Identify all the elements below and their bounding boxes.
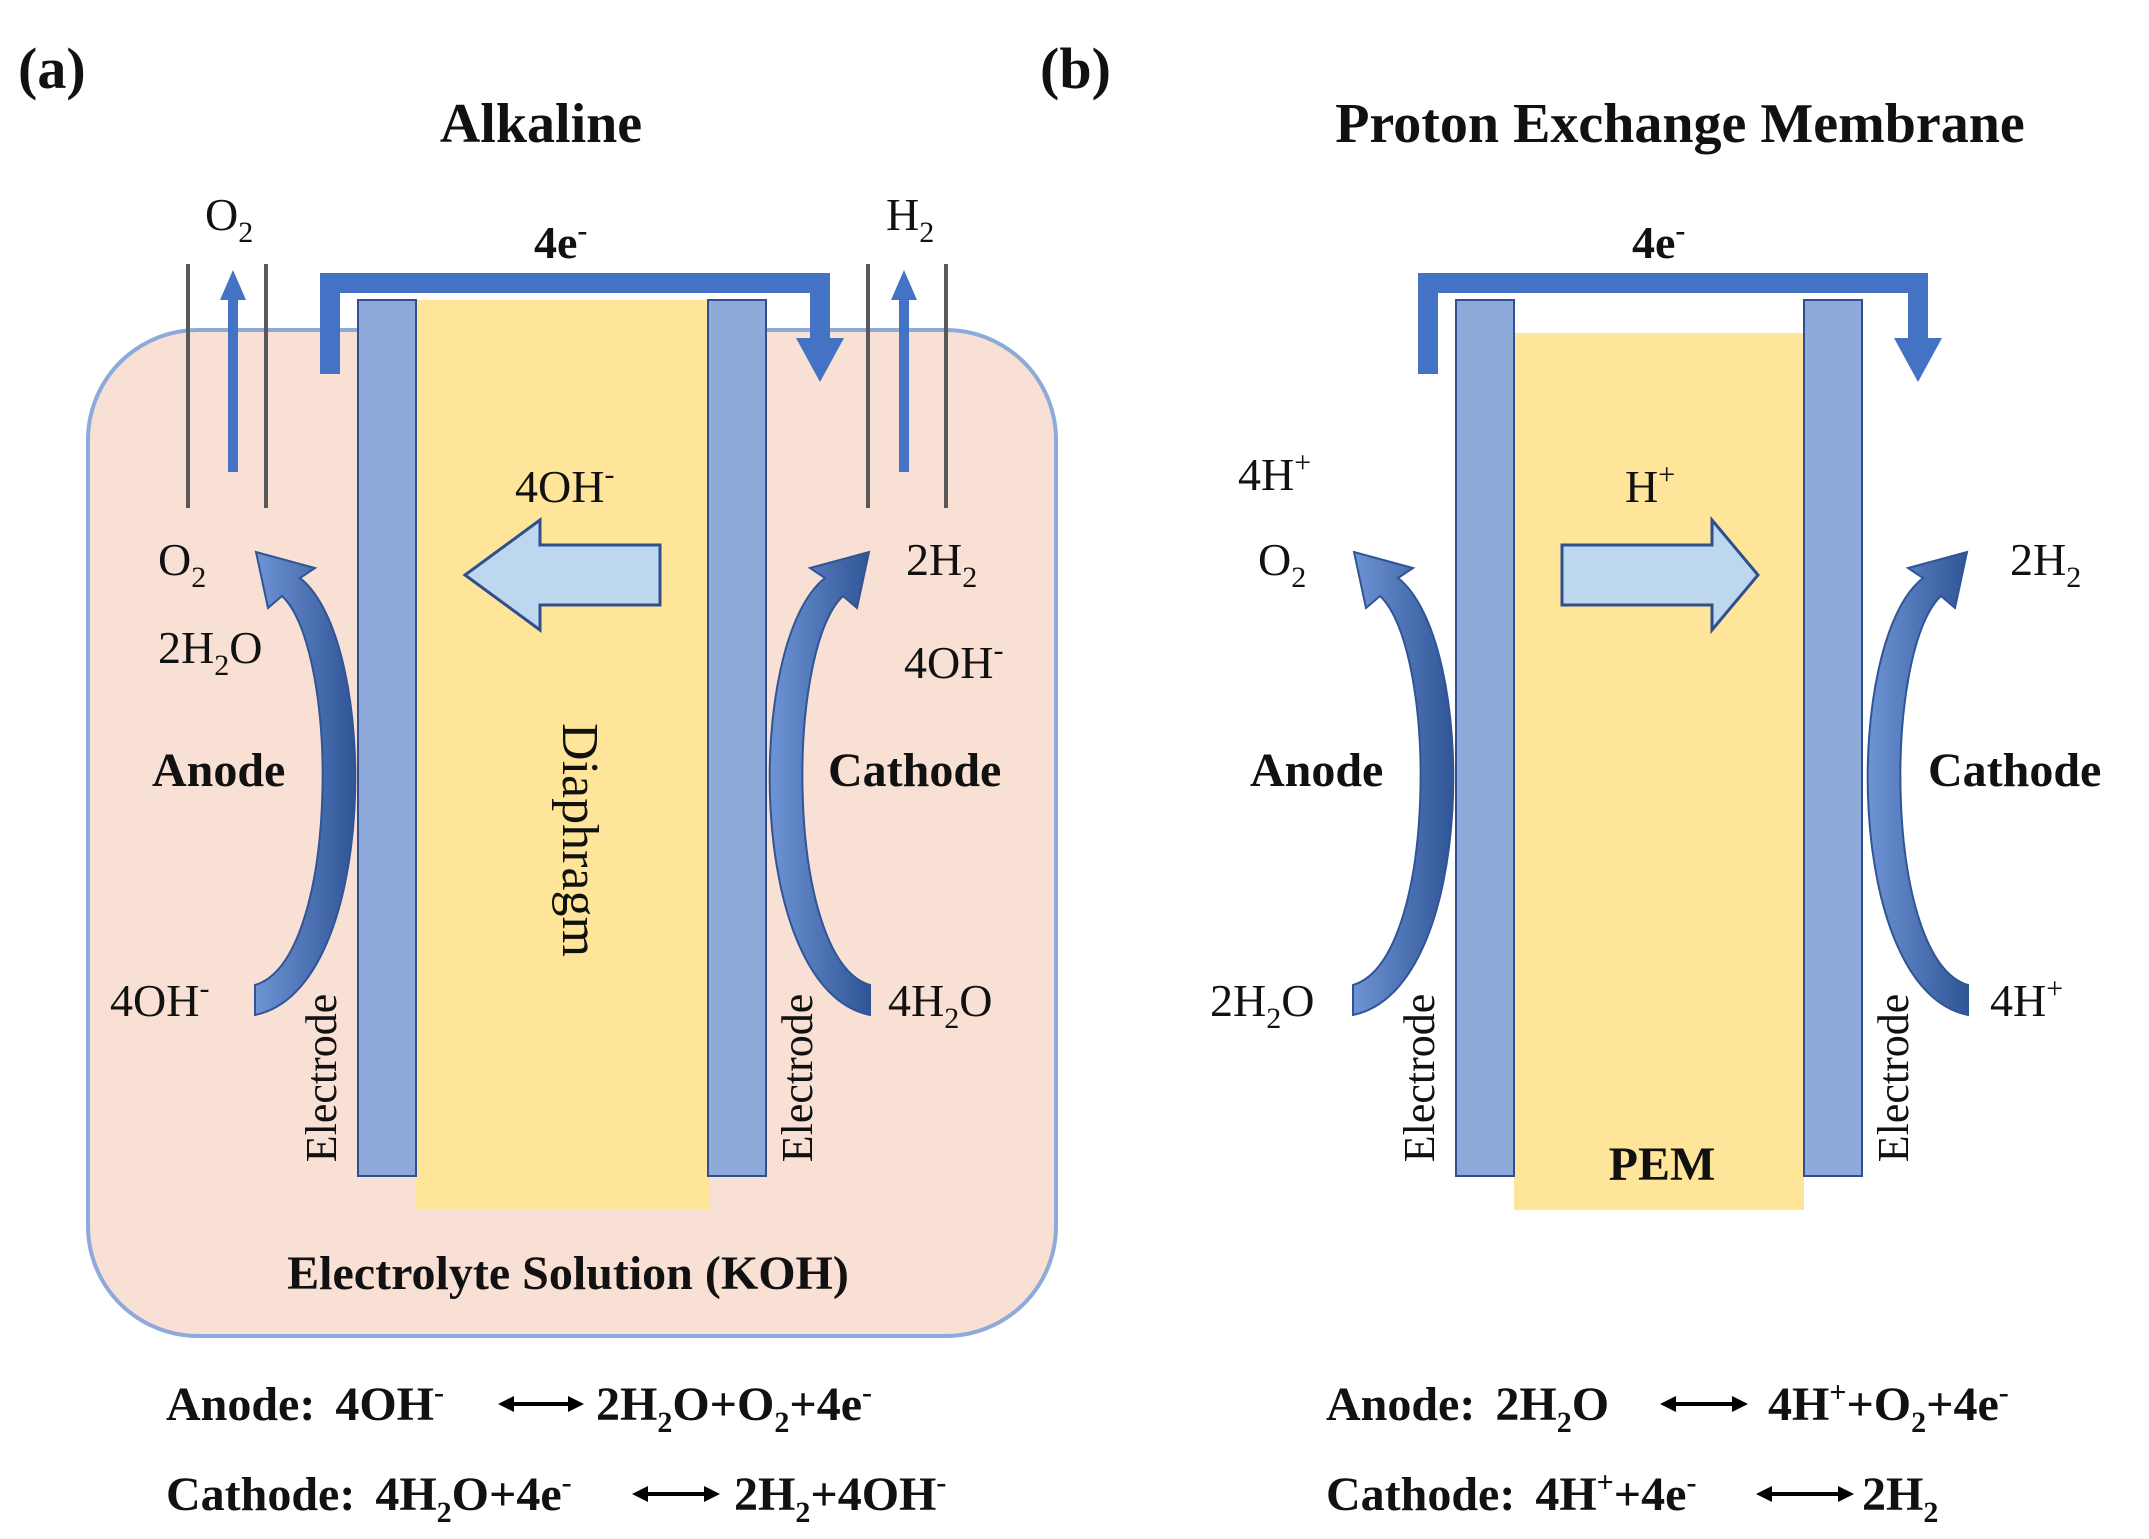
panel-b-cathode-equation: Cathode: 4H++4e- 2H2 bbox=[1326, 1466, 1938, 1529]
cathode-oh-product: 4OH- bbox=[904, 634, 1003, 688]
diaphragm bbox=[416, 300, 710, 1210]
b-anode-h2o-reactant: 2H2O bbox=[1210, 975, 1314, 1035]
h-transport-arrow bbox=[1560, 515, 1760, 635]
cathode-electrode-label: Electrode bbox=[773, 994, 822, 1163]
b-cathode-electrode bbox=[1803, 299, 1863, 1177]
electron-path bbox=[320, 273, 830, 374]
b-anode-electrode bbox=[1455, 299, 1515, 1177]
eq-anode-label: Anode: bbox=[166, 1378, 315, 1431]
svg-text:Anode: 4OH-: Anode: 4OH- bbox=[166, 1376, 444, 1431]
panel-a-anode-equation: Anode: 4OH- 2H2O+O2+4e- bbox=[166, 1376, 872, 1439]
b-electron-path bbox=[1418, 273, 1928, 374]
panel-a-title: Alkaline bbox=[440, 93, 642, 155]
cathode-electrode bbox=[707, 299, 767, 1177]
anode-oh-reactant: 4OH- bbox=[110, 972, 209, 1026]
anode-electrode-label: Electrode bbox=[297, 994, 346, 1163]
panel-a-cathode-equation: Cathode: 4H2O+4e- 2H2+4OH- bbox=[166, 1466, 946, 1529]
svg-text:Anode: 2H2O: Anode: 2H2O bbox=[1326, 1378, 1609, 1439]
svg-text:2H2: 2H2 bbox=[1862, 1468, 1938, 1529]
b-anode-curved-arrow bbox=[1352, 550, 1455, 1017]
panel-a: (a) Alkaline 4e- O2 H2 4OH bbox=[18, 36, 1058, 1529]
electron-label: 4e- bbox=[534, 214, 587, 268]
o2-gas-label: O2 bbox=[205, 189, 253, 249]
oh-transport-arrow bbox=[462, 517, 662, 633]
b-electron-label: 4e- bbox=[1632, 214, 1685, 268]
panel-b: (b) Proton Exchange Membrane 4e- H+ PEM … bbox=[1040, 36, 2101, 1529]
svg-text:4H++O2+4e-: 4H++O2+4e- bbox=[1768, 1376, 2009, 1439]
o2-up-arrowhead bbox=[220, 270, 246, 300]
b-cathode-label: Cathode bbox=[1928, 744, 2101, 797]
cathode-h2o-reactant: 4H2O bbox=[888, 975, 992, 1035]
anode-o2-product: O2 bbox=[158, 534, 206, 594]
b-electron-arrowhead bbox=[1894, 338, 1942, 382]
svg-text:2H2+4OH-: 2H2+4OH- bbox=[734, 1466, 946, 1529]
svg-text:2H2O+O2+4e-: 2H2O+O2+4e- bbox=[596, 1376, 872, 1439]
h2-gas-label: H2 bbox=[886, 189, 934, 249]
cathode-curved-arrow bbox=[768, 550, 871, 1017]
h-transport-label: H+ bbox=[1625, 458, 1675, 512]
h2-up-arrowhead bbox=[891, 270, 917, 300]
anode-electrode bbox=[357, 299, 417, 1177]
panel-b-title: Proton Exchange Membrane bbox=[1335, 93, 2025, 155]
b-anode-label: Anode bbox=[1250, 744, 1383, 797]
oh-transport-label: 4OH- bbox=[515, 458, 614, 512]
anode-curved-arrow bbox=[254, 550, 357, 1017]
diaphragm-label: Diaphragm bbox=[551, 723, 608, 957]
svg-text:Cathode: 4H2O+4e-: Cathode: 4H2O+4e- bbox=[166, 1466, 572, 1529]
cathode-label: Cathode bbox=[828, 744, 1001, 797]
pem-label: PEM bbox=[1609, 1138, 1716, 1191]
electron-arrowhead bbox=[796, 338, 844, 382]
panel-b-label: (b) bbox=[1040, 36, 1111, 101]
anode-h2o-product: 2H2O bbox=[158, 622, 262, 682]
electrolyte-label: Electrolyte Solution (KOH) bbox=[287, 1247, 849, 1300]
pem bbox=[1514, 333, 1804, 1210]
anode-label: Anode bbox=[152, 744, 285, 797]
b-cathode-h2-product: 2H2 bbox=[2010, 534, 2081, 594]
svg-text:Cathode: 4H++4e-: Cathode: 4H++4e- bbox=[1326, 1466, 1696, 1521]
cathode-h2-product: 2H2 bbox=[906, 534, 977, 594]
panel-b-anode-equation: Anode: 2H2O 4H++O2+4e- bbox=[1326, 1376, 2009, 1439]
b-anode-h-product: 4H+ bbox=[1238, 446, 1311, 500]
b-cathode-h-reactant: 4H+ bbox=[1990, 972, 2063, 1026]
b-cathode-electrode-label: Electrode bbox=[1869, 994, 1918, 1163]
b-anode-electrode-label: Electrode bbox=[1395, 994, 1444, 1163]
panel-a-label: (a) bbox=[18, 36, 86, 101]
b-cathode-curved-arrow bbox=[1866, 550, 1969, 1017]
b-anode-o2-product: O2 bbox=[1258, 534, 1306, 594]
